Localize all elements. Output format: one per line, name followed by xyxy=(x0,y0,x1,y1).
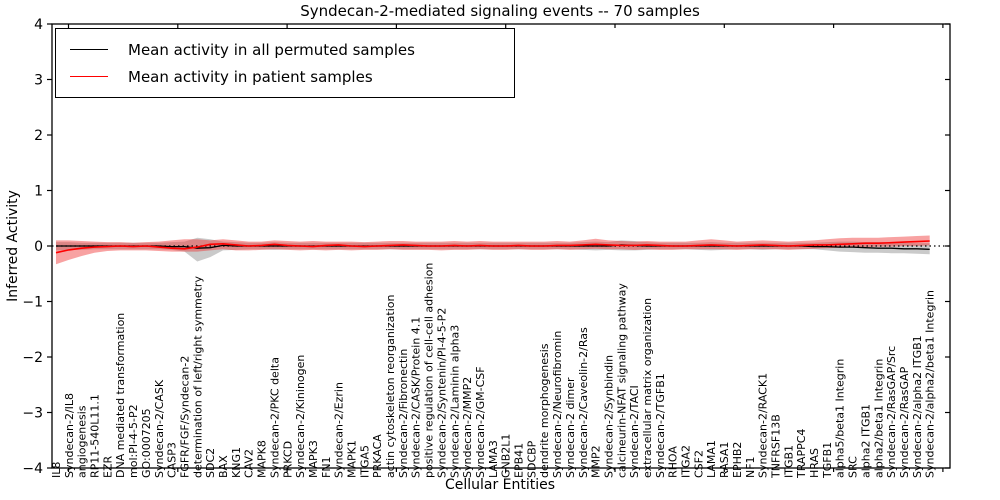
x-tick-label: BAX xyxy=(217,455,230,478)
x-tick-label: Syndecan-2 dimer xyxy=(564,377,577,478)
x-tick-label: Syndecan-2/MMP2 xyxy=(461,377,474,478)
x-tick-label: Syndecan-2/RasGAP/Src xyxy=(885,346,898,478)
x-tick-label: determination of left/right symmetry xyxy=(191,276,204,478)
x-tick-label: alpha2 ITGB1 xyxy=(859,404,872,478)
x-tick-label: RHOA xyxy=(667,446,680,478)
x-tick-label: RP11-540L11.1 xyxy=(89,394,102,478)
x-tick-label: alpha2/beta1 Integrin xyxy=(872,359,885,478)
x-tick-label: Syndecan-2/Synbindin xyxy=(602,355,615,478)
x-tick-label: Syndecan-2/TGFB1 xyxy=(654,373,667,478)
x-tick-label: Syndecan-2/IL8 xyxy=(63,393,76,478)
y-tick-label: 3 xyxy=(34,73,43,89)
x-tick-label: ITGA5 xyxy=(358,445,371,478)
x-tick-label: Syndecan-2/CASK xyxy=(153,379,166,478)
patient-mean-line xyxy=(55,240,930,254)
x-tick-label: MAPK1 xyxy=(346,440,359,478)
x-tick-label: angiogenesis xyxy=(76,405,89,478)
x-tick-label: MAPK8 xyxy=(256,440,269,478)
x-tick-label: alpha5/beta1 Integrin xyxy=(834,359,847,478)
x-tick-label: KNG1 xyxy=(230,447,243,478)
x-tick-label: Syndecan-2/RACK1 xyxy=(757,373,770,478)
x-tick-label: extracellular matrix organization xyxy=(641,298,654,478)
legend: Mean activity in all permuted samples Me… xyxy=(55,28,515,98)
y-tick-label: 4 xyxy=(34,17,43,33)
x-tick-label: GO:0007205 xyxy=(140,408,153,478)
x-tick-label: Syndecan-2/Fibronectin xyxy=(397,349,410,478)
x-tick-label: Syndecan-2/Caveolin-2/Ras xyxy=(577,327,590,478)
x-tick-label: Syndecan-2/Neurofibromin xyxy=(551,331,564,478)
y-tick-label: −4 xyxy=(22,461,43,477)
x-tick-label: CSF2 xyxy=(692,450,705,478)
x-tick-label: CAV2 xyxy=(243,449,256,478)
x-tick-label: EPHB2 xyxy=(731,442,744,478)
x-tick-label: NF1 xyxy=(744,456,757,478)
x-tick-label: LAMA1 xyxy=(705,440,718,478)
legend-label: Mean activity in patient samples xyxy=(128,67,373,86)
x-tick-label: Syndecan-2/Ezrin xyxy=(333,382,346,478)
x-tick-label: Syndecan-2/PKC delta xyxy=(268,357,281,478)
x-tick-label: PRKACA xyxy=(371,434,384,478)
legend-item-permuted: Mean activity in all permuted samples xyxy=(70,36,514,63)
x-tick-label: Syndecan-2/CASK/Protein 4.1 xyxy=(410,317,423,478)
y-tick-label: −1 xyxy=(22,295,43,311)
x-tick-label: Syndecan-2/alpha2/beta1 Integrin xyxy=(924,290,937,478)
x-tick-label: PRKCD xyxy=(281,441,294,478)
x-tick-label: TRAPPC4 xyxy=(795,429,808,479)
x-tick-label: Syndecan-2/RasGAP xyxy=(898,366,911,478)
x-tick-label: GNB2L1 xyxy=(500,434,513,478)
x-tick-label: TNFRSF13B xyxy=(769,414,782,479)
y-tick-label: −2 xyxy=(22,350,43,366)
x-tick-label: TGFB1 xyxy=(821,442,834,479)
x-tick-label: FN1 xyxy=(320,456,333,478)
x-tick-label: positive regulation of cell-cell adhesio… xyxy=(423,263,436,478)
black-line-swatch xyxy=(70,49,108,50)
x-tick-label: Syndecan-2/alpha2 ITGB1 xyxy=(911,335,924,478)
legend-item-patient: Mean activity in patient samples xyxy=(70,63,514,90)
x-tick-label: mol:PI-4-5-P2 xyxy=(127,404,140,478)
x-tick-label: LAMA3 xyxy=(487,440,500,478)
x-tick-label: SDC2 xyxy=(204,448,217,478)
x-tick-label: actin cytoskeleton reorganization xyxy=(384,294,397,478)
x-tick-label: Syndecan-2/TACI xyxy=(628,385,641,478)
x-tick-label: Syndecan-2/Kininogen xyxy=(294,355,307,478)
y-tick-label: 1 xyxy=(34,184,43,200)
x-tick-label: SRC xyxy=(847,456,860,478)
red-line-swatch xyxy=(70,76,108,77)
x-tick-label: calcineurin-NFAT signaling pathway xyxy=(615,283,628,478)
y-tick-label: 2 xyxy=(34,128,43,144)
x-axis-label: Cellular Entities xyxy=(444,477,556,493)
x-tick-label: MAPK3 xyxy=(307,440,320,478)
y-tick-label: −3 xyxy=(22,406,43,422)
x-tick-label: EZR xyxy=(101,456,114,478)
x-tick-label: dendrite morphogenesis xyxy=(538,343,551,478)
x-tick-label: EPB41 xyxy=(513,443,526,478)
chart-title: Syndecan-2-mediated signaling events -- … xyxy=(300,2,700,20)
y-tick-label: 0 xyxy=(34,239,43,255)
x-tick-label: RASA1 xyxy=(718,442,731,478)
patient-confidence-band xyxy=(56,235,930,265)
x-tick-label: CASP3 xyxy=(166,442,179,478)
x-tick-label: MMP2 xyxy=(590,445,603,478)
x-tick-label: IL8 xyxy=(50,462,63,478)
x-tick-label: DNA mediated transformation xyxy=(114,313,127,478)
x-tick-label: Syndecan-2/GM-CSF xyxy=(474,366,487,478)
legend-label: Mean activity in all permuted samples xyxy=(128,40,415,59)
x-tick-label: Syndecan-2/Syntenin/PI-4-5-P2 xyxy=(435,308,448,478)
x-tick-label: ITGB1 xyxy=(782,445,795,478)
y-axis-label: Inferred Activity xyxy=(5,190,21,302)
x-tick-label: Syndecan-2/Laminin alpha3 xyxy=(448,325,461,478)
x-tick-label: FGFR/FGF/Syndecan-2 xyxy=(178,356,191,478)
x-tick-label: HRAS xyxy=(808,448,821,478)
x-tick-label: SDCBP xyxy=(525,440,538,478)
x-tick-label: ITGA2 xyxy=(680,445,693,478)
